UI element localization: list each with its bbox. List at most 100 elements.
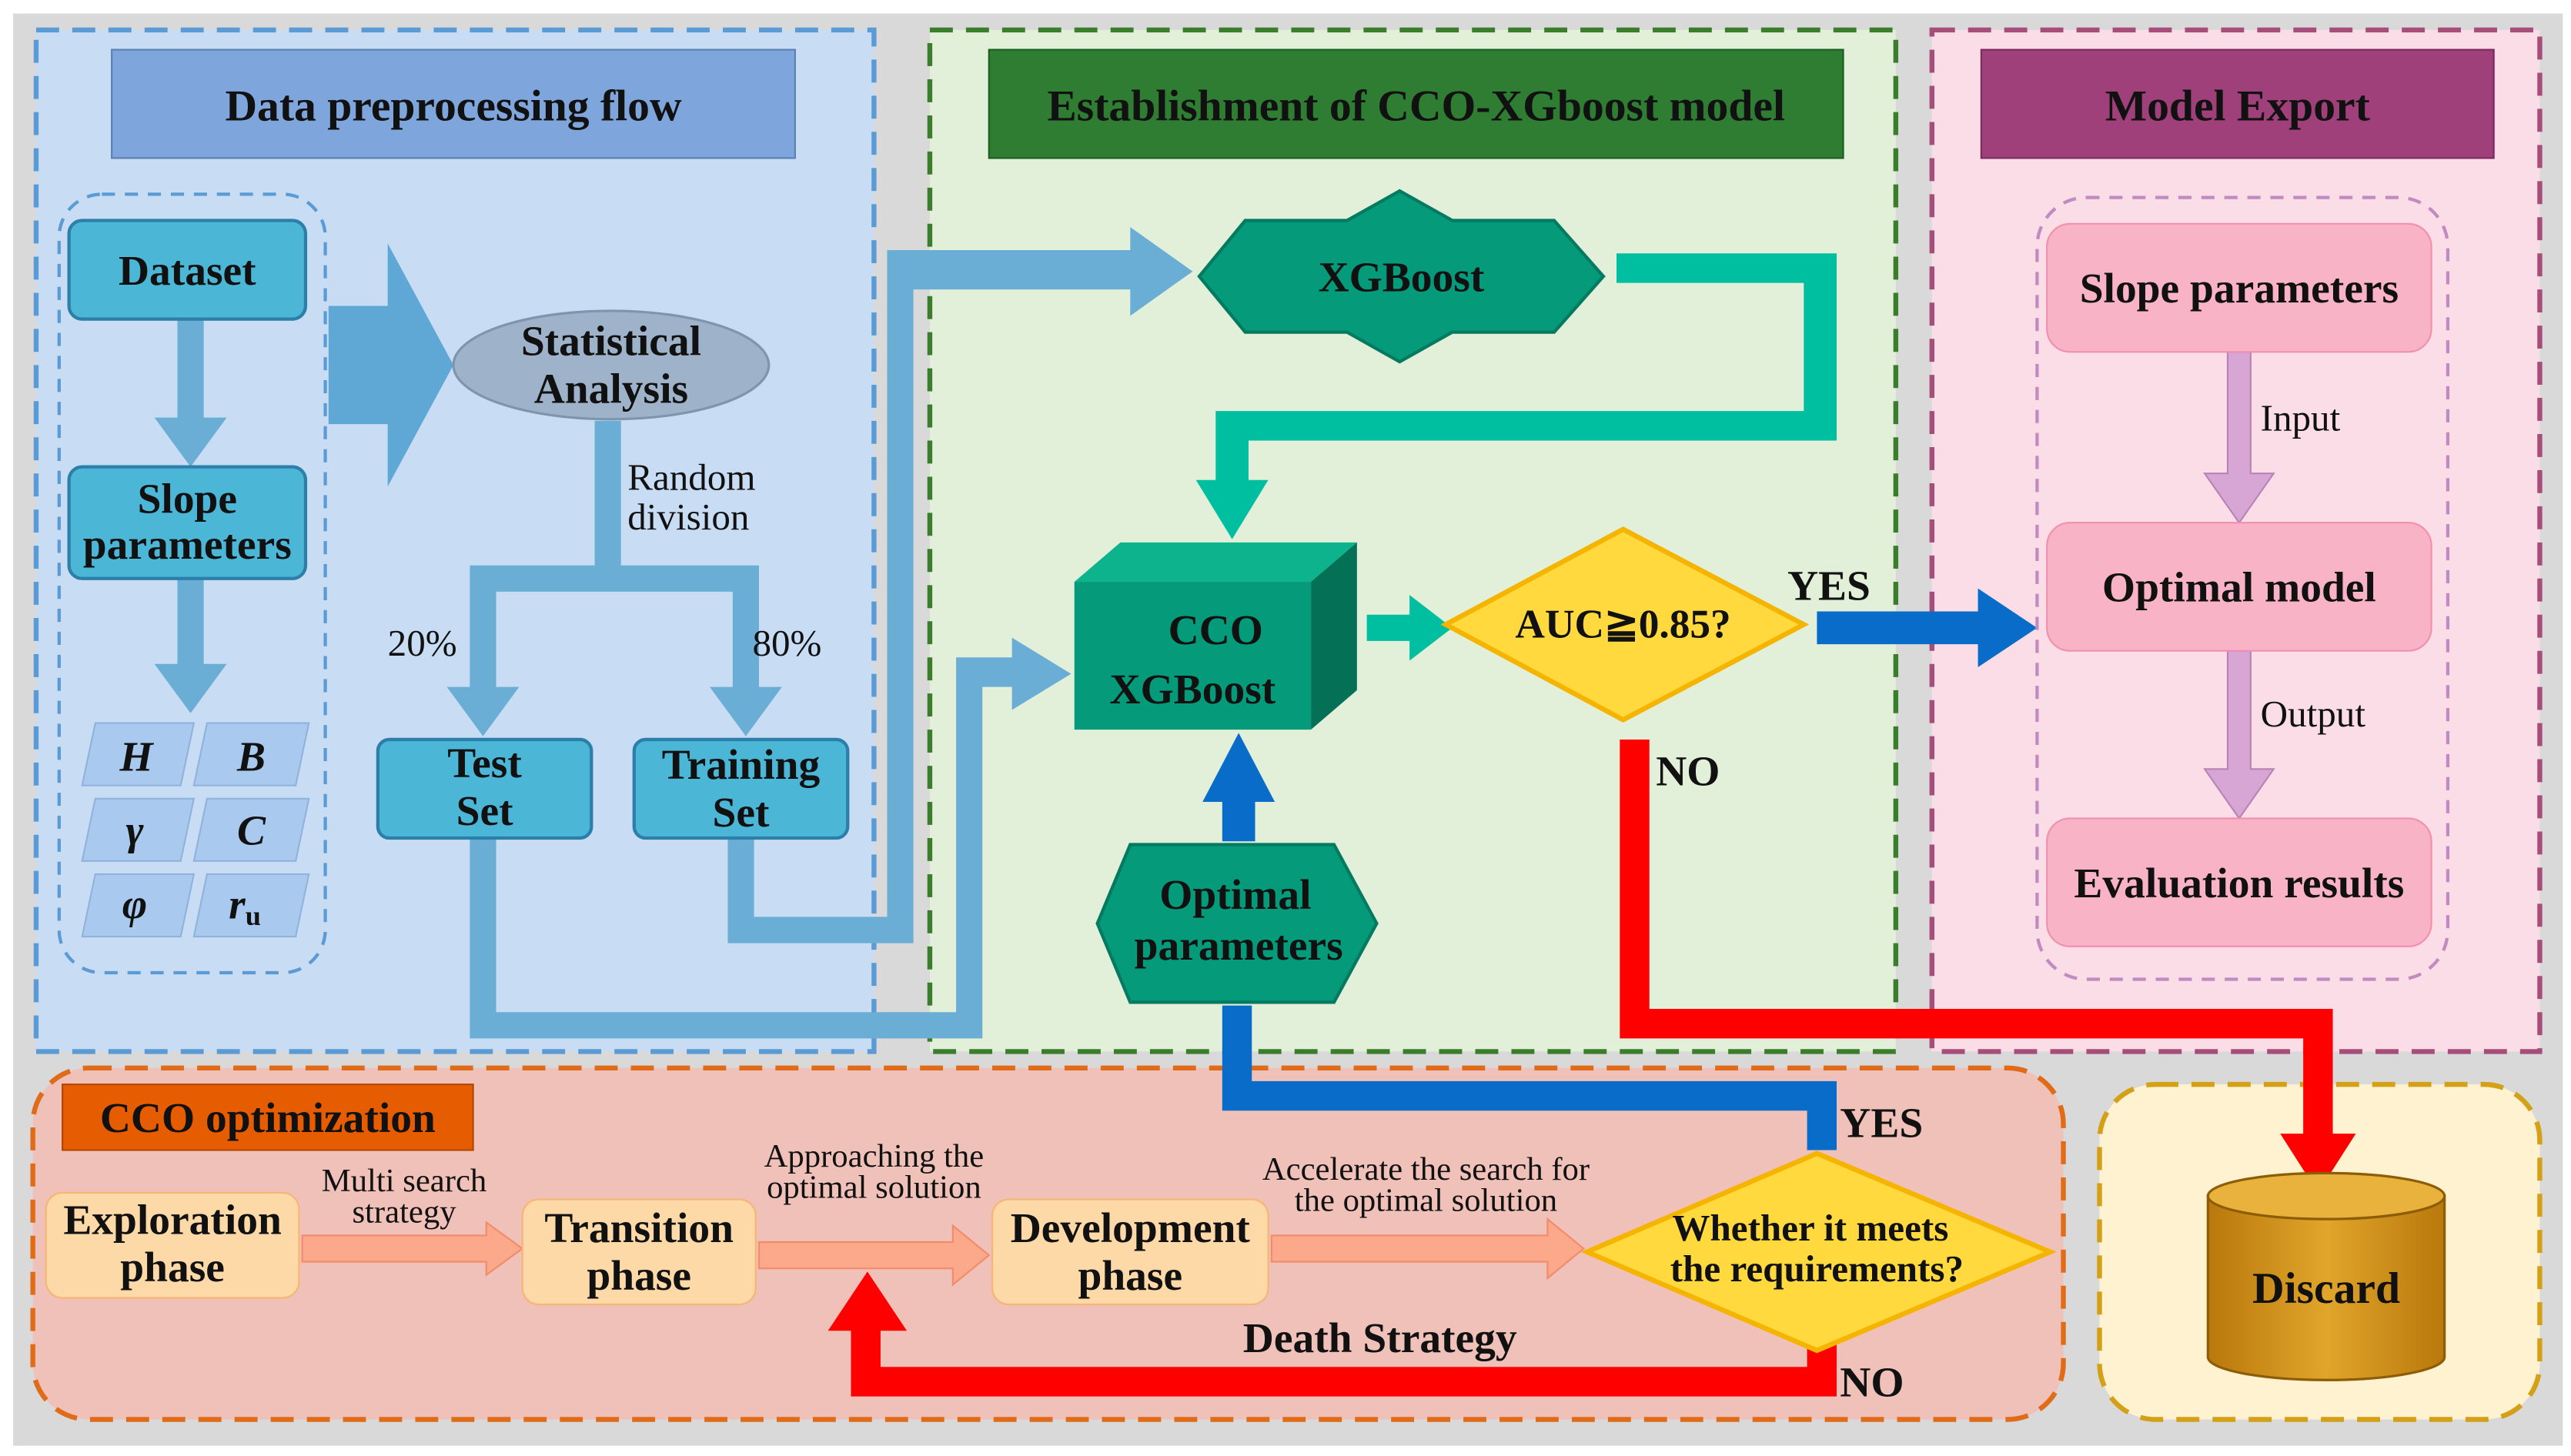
transition-phase-node xyxy=(521,1198,757,1306)
model-export-title: Model Export xyxy=(2105,82,2370,130)
test-set-line2: Set xyxy=(456,788,513,835)
approaching-line1: Approaching the xyxy=(764,1138,985,1174)
tile-ru-main: r xyxy=(229,882,246,929)
training-set-node xyxy=(632,737,850,840)
cco-xgboost-line1: CCO xyxy=(1168,607,1263,654)
model-export-title-bar xyxy=(1980,48,2495,159)
optimal-model-label: Optimal model xyxy=(2102,565,2376,612)
optimal-model-node xyxy=(2046,522,2432,652)
model-establishment-panel xyxy=(927,27,1899,1054)
requirements-decision-line1: Whether it meets xyxy=(1672,1207,1948,1249)
exploration-phase-line2: phase xyxy=(120,1244,225,1291)
multi-search-line1: Multi search xyxy=(322,1163,487,1199)
training-set-line1: Training xyxy=(662,742,821,789)
data-preprocessing-title-bar xyxy=(111,48,797,159)
approaching-line2: optimal solution xyxy=(767,1169,981,1205)
tile-b xyxy=(192,722,310,786)
cco-optimization-title: CCO optimization xyxy=(100,1095,436,1142)
death-strategy-arrow xyxy=(827,1271,1837,1397)
dataset-label: Dataset xyxy=(119,248,256,295)
tile-gamma-label: γ xyxy=(125,808,144,855)
tile-phi xyxy=(81,873,196,938)
tile-ru xyxy=(192,873,310,938)
tile-gamma xyxy=(81,797,196,862)
exploration-to-transition-arrow xyxy=(301,1221,524,1277)
split-test-label: 20% xyxy=(388,622,457,664)
xgboost-node xyxy=(1197,189,1606,364)
auc-no-label: NO xyxy=(1656,749,1720,796)
accelerate-line1: Accelerate the search for xyxy=(1262,1151,1590,1187)
slope-parameters-left-node xyxy=(67,465,308,580)
xgboost-label: XGBoost xyxy=(1319,254,1485,301)
auc-decision-label: AUC≧0.85? xyxy=(1515,601,1730,647)
requirements-yes-label: YES xyxy=(1840,1100,1923,1147)
tile-ru-sub: u xyxy=(246,900,261,931)
death-strategy-label: Death Strategy xyxy=(1243,1315,1517,1362)
cco-optimization-title-bar xyxy=(62,1084,474,1151)
big-arrow-to-analysis xyxy=(328,243,454,487)
input-arrow xyxy=(2203,351,2275,525)
evaluation-results-label: Evaluation results xyxy=(2074,860,2404,907)
statistical-analysis-line1: Statistical xyxy=(521,319,701,366)
cco-xgboost-line2: XGBoost xyxy=(1110,666,1276,713)
development-phase-line2: phase xyxy=(1078,1253,1182,1300)
auc-yes-arrow xyxy=(1817,588,2038,668)
development-phase-line1: Development xyxy=(1011,1205,1251,1252)
exploration-phase-line1: Exploration xyxy=(63,1197,282,1244)
tile-b-label: B xyxy=(236,733,266,780)
slope-parameters-right-label: Slope parameters xyxy=(2080,265,2399,312)
transition-phase-line1: Transition xyxy=(544,1205,734,1252)
multi-search-line2: strategy xyxy=(352,1194,456,1230)
cco-to-auc-arrow xyxy=(1366,595,1453,661)
transition-phase-line2: phase xyxy=(587,1253,691,1300)
output-label: Output xyxy=(2261,693,2366,735)
auc-yes-label: YES xyxy=(1787,563,1871,610)
tile-phi-label: φ xyxy=(122,882,147,929)
discard-cylinder xyxy=(2206,1194,2446,1381)
params-to-cco-arrow xyxy=(1202,733,1275,842)
random-division-line2: division xyxy=(627,496,749,538)
random-division-line1: Random xyxy=(627,456,755,499)
cco-xgboost-box-side xyxy=(1311,542,1357,730)
slope-parameters-left-line1: Slope xyxy=(138,476,237,523)
input-label: Input xyxy=(2261,397,2341,439)
slope-to-tiles-arrow xyxy=(154,578,227,713)
tile-h-label: H xyxy=(119,733,155,780)
dataset-node xyxy=(67,219,308,321)
training-to-xgboost-arrow xyxy=(727,227,1193,943)
optimal-parameters-node xyxy=(1095,843,1379,1004)
test-set-node xyxy=(376,737,593,840)
exploration-phase-node xyxy=(45,1191,300,1299)
slope-parameters-right-node xyxy=(2046,222,2432,353)
transition-to-development-arrow xyxy=(757,1224,991,1287)
statistical-analysis-node xyxy=(452,309,771,421)
tile-c-label: C xyxy=(237,808,266,855)
xgboost-to-cco-arrow xyxy=(1195,253,1837,539)
training-set-line2: Set xyxy=(713,790,770,837)
development-to-requirements-arrow xyxy=(1270,1217,1586,1281)
data-preprocessing-title: Data preprocessing flow xyxy=(225,82,682,130)
random-division-arrow xyxy=(446,420,782,736)
tile-c xyxy=(192,797,310,862)
discard-cylinder-top xyxy=(2206,1171,2446,1221)
auc-decision-node xyxy=(1440,526,1810,723)
evaluation-results-node xyxy=(2046,817,2432,947)
accelerate-line2: the optimal solution xyxy=(1295,1182,1557,1218)
cco-xgboost-node xyxy=(1074,582,1312,730)
tile-ru-label: ru xyxy=(229,882,261,932)
development-phase-node xyxy=(991,1198,1269,1306)
optimal-parameters-line1: Optimal xyxy=(1159,872,1311,919)
statistical-analysis-line2: Analysis xyxy=(534,366,688,412)
model-establishment-title-bar xyxy=(988,48,1844,159)
optimal-parameters-line2: parameters xyxy=(1135,923,1343,970)
test-set-line1: Test xyxy=(447,740,522,787)
requirements-decision-node xyxy=(1580,1150,2057,1354)
tile-h xyxy=(81,722,196,786)
slope-parameters-left-line2: parameters xyxy=(83,522,292,569)
dataset-to-slope-arrow xyxy=(154,319,227,467)
cco-xgboost-box-top xyxy=(1074,542,1357,583)
requirements-no-label: NO xyxy=(1840,1360,1904,1407)
discard-label: Discard xyxy=(2252,1264,2400,1313)
test-to-cco-arrow xyxy=(470,637,1072,1039)
